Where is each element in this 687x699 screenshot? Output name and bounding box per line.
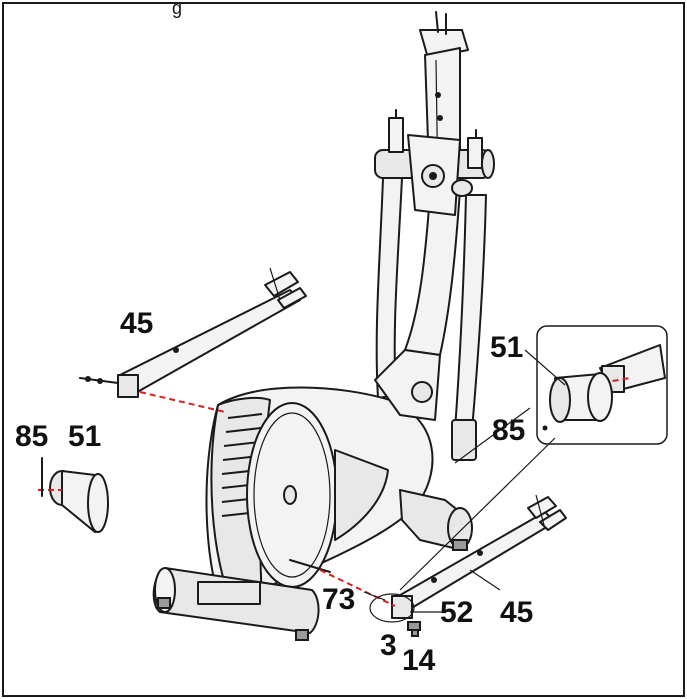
rear-stabilizer xyxy=(79,267,307,398)
callout-85-left: 85 xyxy=(15,420,48,453)
top-cropped-label: g xyxy=(172,0,182,18)
guide-line-rear xyxy=(139,391,226,413)
main-shroud xyxy=(205,349,473,603)
callout-14: 14 xyxy=(402,644,436,677)
end-cap-left xyxy=(38,457,109,533)
upright-mast xyxy=(404,11,469,356)
handle-axle xyxy=(374,134,495,216)
callout-73: 73 xyxy=(322,583,355,616)
leader-lines xyxy=(363,349,566,613)
inset-detail xyxy=(536,325,668,445)
front-base-tube xyxy=(152,567,320,641)
callout-51-left: 51 xyxy=(68,420,101,453)
front-stabilizer xyxy=(319,494,567,637)
callout-85-inset: 85 xyxy=(492,414,525,447)
callout-52: 52 xyxy=(440,596,473,629)
callout-51-inset: 51 xyxy=(490,331,523,364)
callout-45-front: 45 xyxy=(500,596,533,629)
right-arm xyxy=(451,129,487,461)
callout-3: 3 xyxy=(380,629,397,662)
callout-45-rear: 45 xyxy=(120,307,153,340)
